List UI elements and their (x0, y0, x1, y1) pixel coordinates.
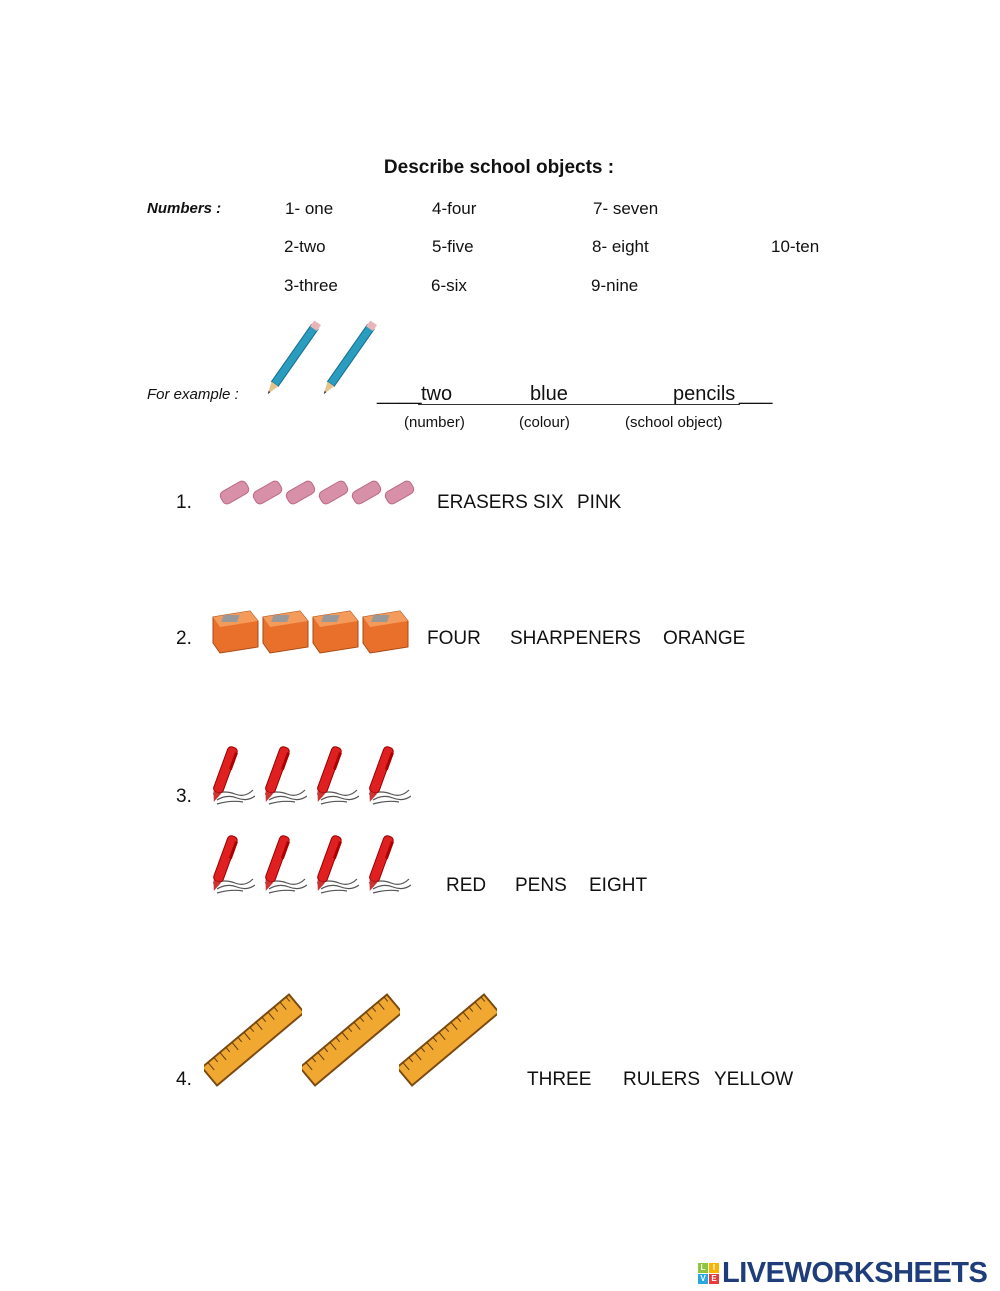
number-item: 3-three (284, 276, 338, 295)
ruler-image (302, 992, 400, 1088)
answer-word: EIGHT (589, 875, 648, 896)
example-answer-number: two (421, 383, 453, 405)
sharpener-image (260, 603, 310, 655)
answer-word: ERASERS (437, 492, 528, 513)
answer-word: THREE (527, 1069, 592, 1090)
sharpener-image (360, 603, 410, 655)
logo-block: E (709, 1274, 719, 1284)
answer-word: RULERS (623, 1069, 701, 1090)
number-item: 7- seven (593, 199, 659, 218)
sharpener-image (210, 603, 260, 655)
number-item: 6-six (431, 276, 467, 295)
answer-word: YELLOW (714, 1069, 794, 1090)
logo-block: L (698, 1263, 708, 1273)
pen-image (203, 744, 255, 806)
number-item: 9-nine (591, 276, 639, 295)
answer-word: SHARPENERS (510, 628, 641, 649)
hint-colour: (colour) (519, 414, 570, 431)
number-item: 1- one (285, 199, 334, 218)
pencil-image (318, 312, 380, 404)
eraser-image (251, 476, 284, 509)
logo-blocks-icon: L I V E (698, 1263, 719, 1284)
exercise-number: 3. (176, 786, 192, 807)
pen-image (255, 833, 307, 895)
erasers-image (218, 476, 416, 509)
answer-word: SIX (533, 492, 564, 513)
numbers-label: Numbers : (147, 200, 222, 217)
eraser-image (383, 476, 416, 509)
answer-word: RED (446, 875, 487, 896)
logo-text: LIVEWORKSHEETS (722, 1257, 988, 1289)
pen-image (359, 744, 411, 806)
exercise-number: 2. (176, 628, 192, 649)
logo-block: I (709, 1263, 719, 1273)
pens-image-row (203, 744, 411, 806)
number-item: 10-ten (771, 237, 820, 256)
example-answer-object: pencils (673, 383, 736, 405)
logo-block: V (698, 1274, 708, 1284)
eraser-image (218, 476, 251, 509)
exercise-number: 4. (176, 1069, 192, 1090)
hint-number: (number) (404, 413, 465, 433)
pen-image (307, 744, 359, 806)
pen-image (203, 833, 255, 895)
pen-image (255, 744, 307, 806)
answer-word: PENS (515, 875, 567, 896)
answer-word: FOUR (427, 628, 481, 649)
pen-image (359, 833, 411, 895)
pencil-image (262, 312, 324, 404)
hint-number-text: (number) (404, 414, 465, 431)
answer-word: PINK (577, 492, 622, 513)
ruler-image (399, 992, 497, 1088)
page-title: Describe school objects : (383, 157, 615, 178)
liveworksheets-logo: L I V E LIVEWORKSHEETS (698, 1257, 988, 1290)
hint-school-object: (school object) (625, 414, 723, 431)
example-answer-colour: blue (530, 383, 568, 405)
number-item: 5-five (432, 237, 474, 256)
answer-underline (418, 404, 740, 405)
number-item: 2-two (284, 237, 326, 256)
sharpeners-image (210, 603, 410, 655)
underline-tail: ___ (739, 383, 773, 405)
exercise-number: 1. (176, 492, 192, 513)
number-item: 4-four (432, 199, 477, 218)
eraser-image (317, 476, 350, 509)
example-label: For example : (147, 386, 239, 403)
answer-word: ORANGE (663, 628, 746, 649)
pen-image (307, 833, 359, 895)
sharpener-image (310, 603, 360, 655)
underline-head: ____ (377, 383, 422, 405)
number-item: 8- eight (592, 237, 649, 256)
pens-image-row (203, 833, 411, 895)
ruler-image (204, 992, 302, 1088)
eraser-image (284, 476, 317, 509)
eraser-image (350, 476, 383, 509)
